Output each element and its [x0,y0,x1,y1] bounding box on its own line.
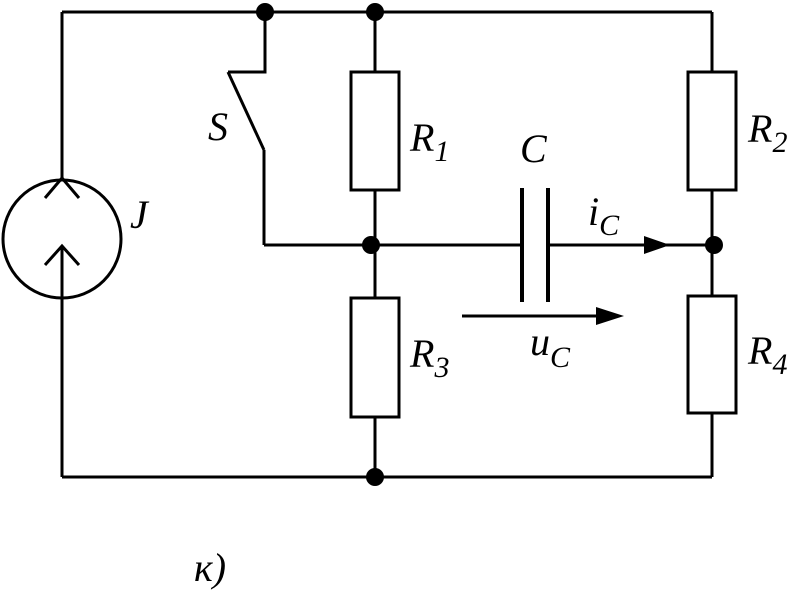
figure-tag: к) [194,545,226,590]
junction-node-bottom [366,468,384,486]
label-voltage-uc: uC [530,319,571,374]
label-r3: R3 [409,331,449,384]
current-source-arrow-upper [43,175,81,199]
label-r4: R4 [747,328,787,381]
label-r1: R1 [409,115,449,168]
label-source-j: J [130,192,150,237]
junction-node-top-r1 [366,3,384,21]
switch-fixed-contact [228,12,267,74]
label-r2: R2 [747,106,787,159]
switch-arm [226,71,266,151]
junction-node-top-switch [256,3,274,21]
resistor-r2 [686,70,738,192]
label-capacitor-c: C [520,126,548,171]
label-current-ic: iC [588,189,620,242]
junction-node-middle-left [362,236,380,254]
label-switch-s: S [208,104,228,149]
resistor-r1 [349,70,401,192]
resistor-r3 [349,296,401,419]
junction-node-middle-right [705,236,723,254]
voltage-arrowhead [596,307,624,325]
current-arrowhead [644,236,670,254]
resistor-r4 [686,294,738,415]
